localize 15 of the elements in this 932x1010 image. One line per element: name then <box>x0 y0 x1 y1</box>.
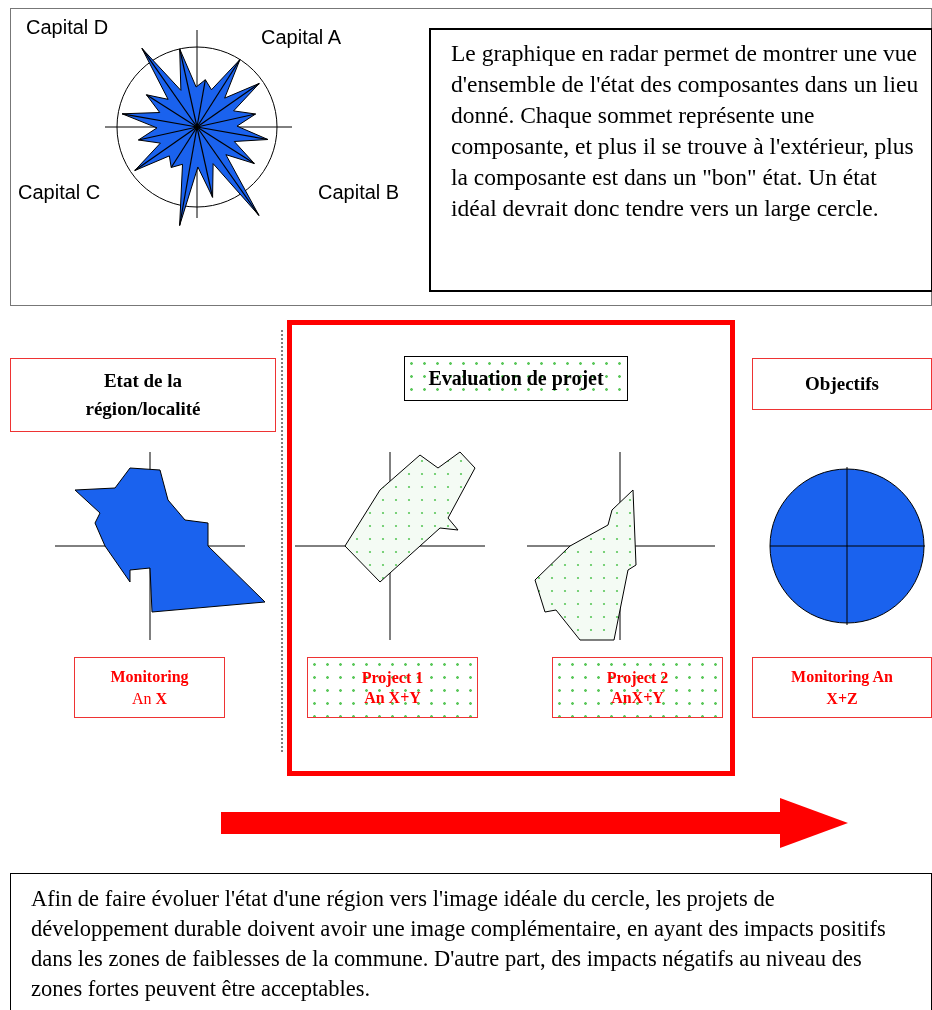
axis-label: Capital B <box>318 181 400 204</box>
description-box: Le graphique en radar permet de montrer une vue d'ensemble de l'état des composantes dans un lieu donné. Chaque sommet représente une composante, et plus il se trouve à l'extérieur, plus la composante est dans un "bon" état. Un état idéal devrait donc tendre vers un large cercle. <box>429 28 932 292</box>
axis-label: Capital C <box>18 181 101 204</box>
heading-box: Etat de la région/localité <box>10 358 276 432</box>
axis-label: Capital D <box>26 16 109 39</box>
text-box: Afin de faire évoluer l'état d'une région vers l'image idéale du cercle, les projets de développement durable doivent avoir une image complémentaire, en ayant des impacts positifs dans les zones de faiblesses de la commune. D'autre part, des impacts négatifs au niveau des zones fortes peuvent être acceptables. <box>10 873 932 1010</box>
heading-box: Objectifs <box>752 358 932 410</box>
label-box: Monitoring An X <box>74 657 225 718</box>
highlight-frame <box>287 320 735 776</box>
panel-frame <box>10 8 932 306</box>
label-box: Monitoring An X+Z <box>752 657 932 718</box>
label-box: Project 1 An X+Y <box>307 657 478 718</box>
axis-label: Capital A <box>261 26 342 49</box>
label-box: Project 2 AnX+Y <box>552 657 723 718</box>
heading-box: Evaluation de projet <box>404 356 628 401</box>
